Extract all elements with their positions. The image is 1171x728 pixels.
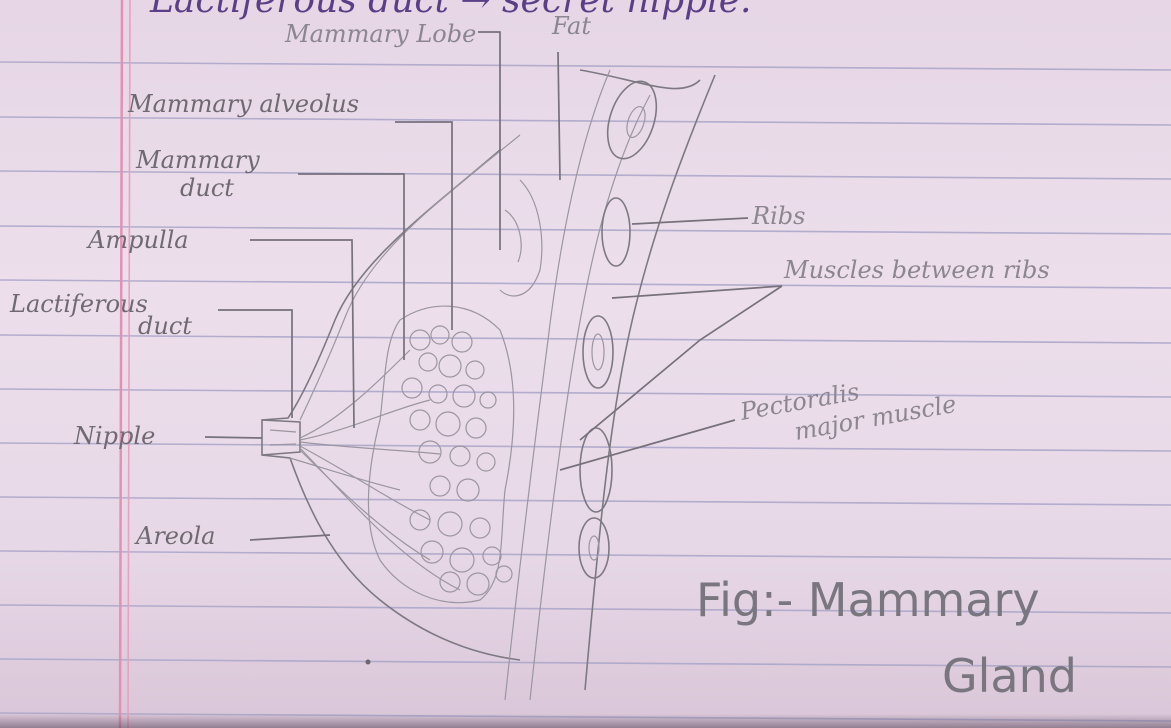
label-lactiferous-duct-line1: Lactiferous — [9, 290, 148, 318]
caption-line1: Fig:- Mammary — [696, 573, 1040, 627]
label-nipple: Nipple — [73, 422, 155, 450]
label-fat: Fat — [551, 12, 591, 40]
label-lactiferous-duct-line2: duct — [138, 312, 192, 340]
breast-outline — [262, 135, 520, 660]
chest-wall — [505, 70, 715, 700]
label-mammary-duct-line1: Mammary — [135, 146, 260, 174]
label-ribs: Ribs — [751, 202, 805, 230]
figure-caption: Fig:- Mammary Gland — [696, 573, 1077, 703]
label-areola: Areola — [134, 522, 215, 550]
caption-line2: Gland — [942, 649, 1077, 703]
pencil-dot — [366, 660, 371, 665]
label-ampulla: Ampulla — [86, 226, 189, 254]
label-mammary-duct-line2: duct — [180, 174, 234, 202]
label-mammary-lobe: Mammary Lobe — [284, 20, 476, 48]
heading-text: Lactiferous duct → secret nipple. — [149, 0, 751, 21]
label-muscles-between-ribs: Muscles between ribs — [783, 256, 1050, 284]
label-mammary-alveolus: Mammary alveolus — [127, 90, 359, 118]
